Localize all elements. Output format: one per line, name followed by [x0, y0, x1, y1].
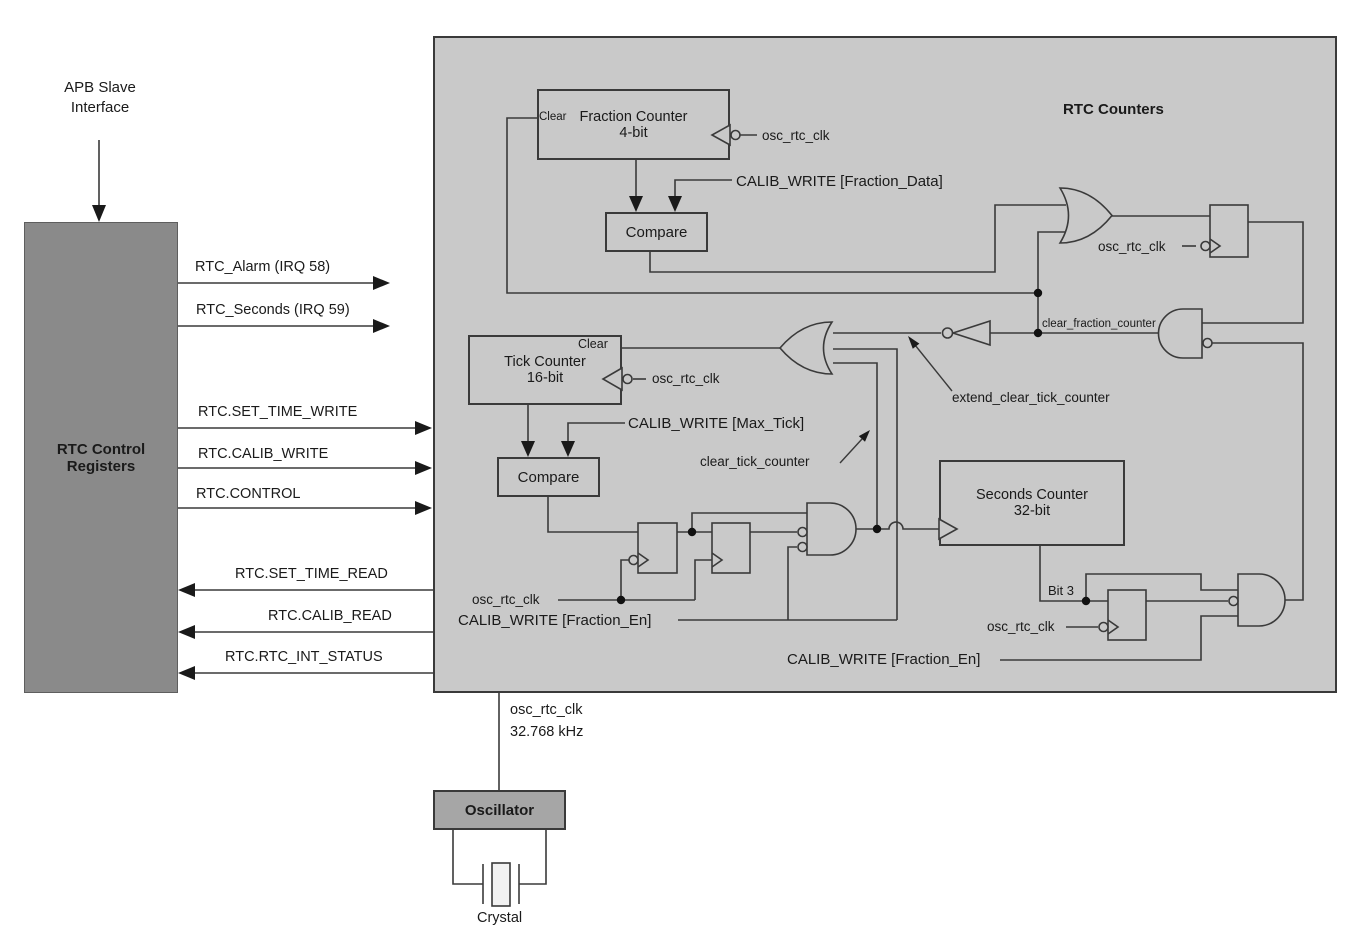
bit3-label: Bit 3 — [1048, 583, 1075, 598]
tick-counter-clear-port: Clear — [578, 337, 608, 351]
clear-tick-counter-label: clear_tick_counter — [700, 454, 810, 469]
fraction-counter-clear-port: Clear — [539, 111, 567, 123]
set-time-read-label: RTC.SET_TIME_READ — [235, 566, 388, 582]
fraction-counter-block: Fraction Counter 4-bit — [537, 89, 730, 160]
oscillator-block: Oscillator — [433, 790, 566, 830]
osc-clk-label-ff12: osc_rtc_clk — [472, 592, 540, 607]
seconds-counter-block: Seconds Counter 32-bit — [939, 460, 1125, 546]
fraction-compare-block: Compare — [605, 212, 708, 252]
osc-clk-label-tick: osc_rtc_clk — [652, 371, 720, 386]
calib-write-label: RTC.CALIB_WRITE — [198, 446, 329, 462]
apb-interface-label: APB Slave Interface — [64, 79, 136, 117]
calib-fraction-en-label-bottom: CALIB_WRITE [Fraction_En] — [787, 651, 981, 668]
counters-title: RTC Counters — [1063, 101, 1164, 118]
rtc-control-registers-box: RTC Control Registers — [24, 222, 178, 693]
osc-clk-label-top-ff: osc_rtc_clk — [1098, 239, 1166, 254]
irq-alarm-label: RTC_Alarm (IRQ 58) — [195, 259, 331, 275]
calib-fraction-data-label: CALIB_WRITE [Fraction_Data] — [736, 173, 943, 190]
calib-read-label: RTC.CALIB_READ — [268, 608, 392, 624]
set-time-write-label: RTC.SET_TIME_WRITE — [198, 404, 358, 420]
irq-seconds-label: RTC_Seconds (IRQ 59) — [196, 302, 350, 318]
clear-fraction-counter-label: clear_fraction_counter — [1042, 318, 1156, 330]
crystal-label: Crystal — [477, 910, 523, 926]
osc-clock-freq-label: osc_rtc_clk 32.768 kHz — [510, 702, 584, 740]
tick-compare-block: Compare — [497, 457, 600, 497]
tick-counter-block: Tick Counter 16-bit — [468, 335, 622, 405]
calib-max-tick-label: CALIB_WRITE [Max_Tick] — [628, 415, 805, 432]
extend-clear-tick-counter-label: extend_clear_tick_counter — [952, 390, 1110, 405]
calib-fraction-en-label-left: CALIB_WRITE [Fraction_En] — [458, 612, 652, 629]
osc-clk-label-fraction: osc_rtc_clk — [762, 128, 830, 143]
osc-clk-label-ff3: osc_rtc_clk — [987, 619, 1055, 634]
crystal-symbol — [491, 862, 511, 907]
control-label: RTC.CONTROL — [196, 486, 301, 502]
int-status-label: RTC.RTC_INT_STATUS — [225, 649, 383, 665]
